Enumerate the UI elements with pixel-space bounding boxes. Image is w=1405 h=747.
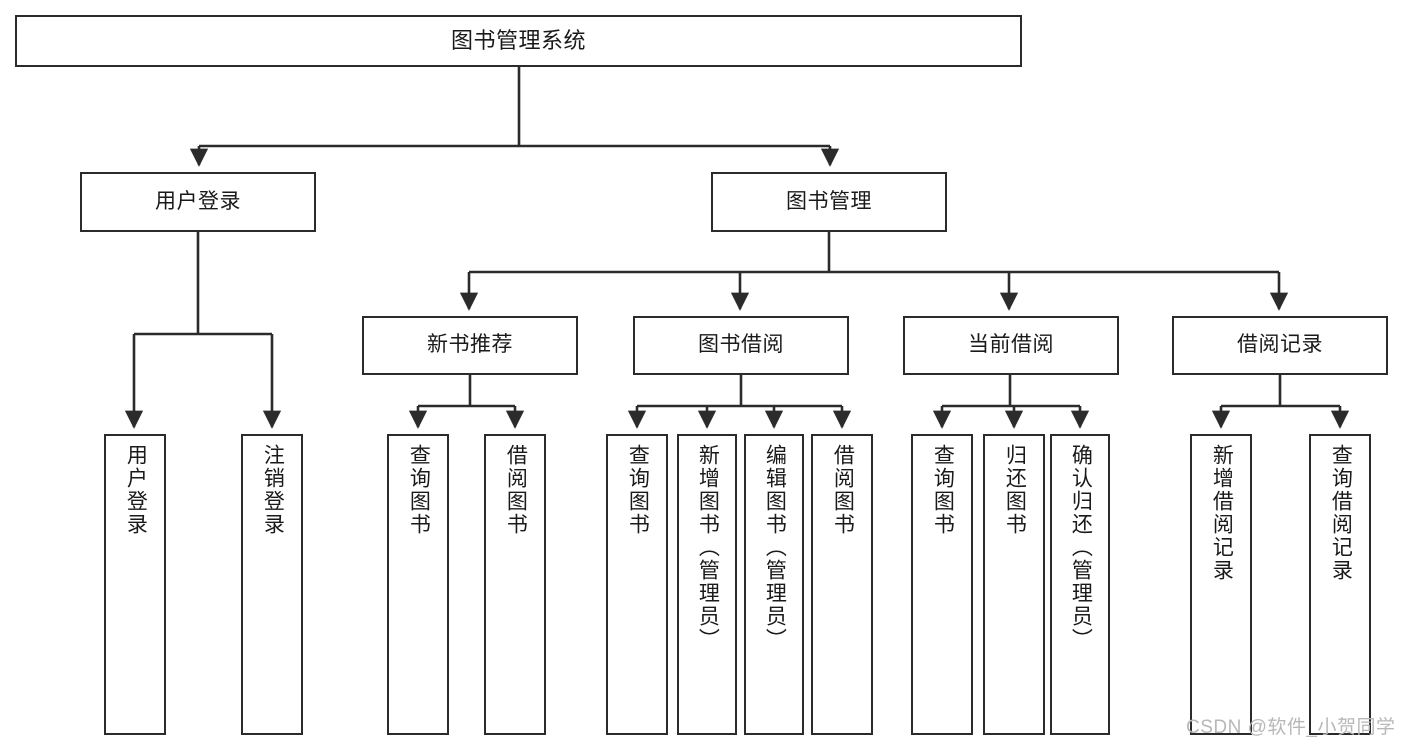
node-current-borrow[interactable]: 当前借阅 (903, 316, 1119, 375)
node-leaf-logout-login[interactable]: 注销登录 (241, 434, 303, 735)
node-label: 借阅记录 (1237, 333, 1323, 357)
node-leaf-query-book-current[interactable]: 查询图书 (911, 434, 973, 735)
node-leaf-edit-book-admin[interactable]: 编辑图书（管理员） (744, 434, 804, 735)
node-leaf-borrow-book-recommend[interactable]: 借阅图书 (484, 434, 546, 735)
node-book-borrow[interactable]: 图书借阅 (633, 316, 849, 375)
node-leaf-add-borrow-record[interactable]: 新增借阅记录 (1190, 434, 1252, 735)
node-leaf-return-book[interactable]: 归还图书 (983, 434, 1045, 735)
node-label: 当前借阅 (968, 333, 1054, 357)
node-root-system[interactable]: 图书管理系统 (15, 15, 1022, 67)
node-label: 新增图书（管理员） (696, 444, 720, 651)
node-label: 确认归还（管理员） (1069, 444, 1093, 651)
node-label: 图书借阅 (698, 333, 784, 357)
node-label: 图书管理 (786, 189, 872, 213)
node-leaf-user-login[interactable]: 用户登录 (104, 434, 166, 735)
node-label: 新增借阅记录 (1210, 444, 1234, 582)
node-label: 归还图书 (1003, 444, 1027, 536)
node-borrow-record[interactable]: 借阅记录 (1172, 316, 1388, 375)
node-label: 查询借阅记录 (1329, 444, 1353, 582)
node-book-manage[interactable]: 图书管理 (711, 172, 947, 232)
node-leaf-query-book-borrow[interactable]: 查询图书 (606, 434, 668, 735)
node-label: 查询图书 (931, 444, 955, 536)
node-label: 查询图书 (626, 444, 650, 536)
node-label: 用户登录 (124, 444, 148, 536)
node-leaf-query-book-recommend[interactable]: 查询图书 (387, 434, 449, 735)
watermark-text: CSDN @软件_小贺同学 (1186, 717, 1396, 738)
node-user-login[interactable]: 用户登录 (80, 172, 316, 232)
node-label: 新书推荐 (427, 333, 513, 357)
node-label: 查询图书 (407, 444, 431, 536)
node-label: 图书管理系统 (450, 28, 586, 54)
node-new-book-recommend[interactable]: 新书推荐 (362, 316, 578, 375)
node-label: 编辑图书（管理员） (763, 444, 787, 651)
node-label: 借阅图书 (504, 444, 528, 536)
node-leaf-borrow-book[interactable]: 借阅图书 (811, 434, 873, 735)
node-leaf-confirm-return-admin[interactable]: 确认归还（管理员） (1050, 434, 1110, 735)
node-label: 借阅图书 (831, 444, 855, 536)
node-label: 注销登录 (261, 444, 285, 536)
node-leaf-add-book-admin[interactable]: 新增图书（管理员） (677, 434, 737, 735)
node-leaf-query-borrow-record[interactable]: 查询借阅记录 (1309, 434, 1371, 735)
node-label: 用户登录 (155, 189, 241, 213)
